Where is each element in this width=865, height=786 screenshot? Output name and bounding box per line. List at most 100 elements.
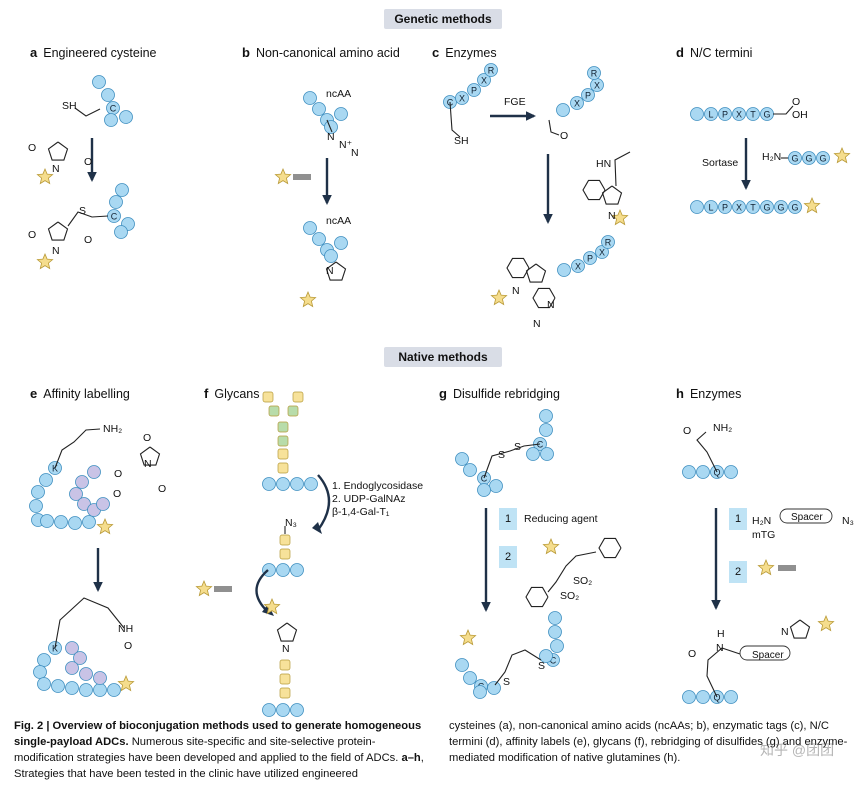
- b-bottom-chain-3: [334, 236, 348, 250]
- g-s-label-1: S: [498, 449, 506, 461]
- f-fc-chain-3-0: [262, 703, 276, 717]
- g-toluene-1: [598, 537, 622, 559]
- a-star-1-icon: [36, 167, 54, 185]
- d-gly-chain-2-letter: G: [819, 154, 826, 164]
- e-product-chain-6: [79, 683, 93, 697]
- c-final-chain-4-letter: R: [605, 238, 612, 248]
- h-bottom-chain-0: [682, 690, 696, 704]
- d-top-chain-4: [746, 107, 760, 121]
- d-bottom-chain-5-letter: G: [763, 203, 770, 213]
- c-final-chain-1: [571, 259, 585, 273]
- c-product-chain-0: [556, 103, 570, 117]
- d-star-1-icon: [833, 146, 851, 164]
- b-azide-bond: [326, 119, 333, 133]
- c-fge-arrow-head: [526, 111, 536, 121]
- caption-body-2: , Strategies that have been tested in th…: [14, 752, 424, 780]
- h-spacer-label-1: Spacer: [791, 512, 823, 523]
- a-top-chain-4: [104, 113, 118, 127]
- b-bottom-chain-4: [324, 249, 338, 263]
- c-hydrazine-bond: [614, 151, 631, 187]
- g-bottom-chain-4: [477, 483, 491, 497]
- b-arrow-head: [322, 195, 332, 205]
- a-thioether-bond: [67, 211, 109, 227]
- g-product-chain-right-4: [539, 649, 553, 663]
- c-product-benzene: [506, 257, 530, 279]
- e-product-ligand-3: [79, 667, 93, 681]
- g-star-1-icon: [542, 537, 560, 555]
- f-curved-arrow-1: [317, 474, 331, 531]
- b-top-chain-0: [303, 91, 317, 105]
- a-star-2-icon: [36, 252, 54, 270]
- g-top-chain-3: [540, 447, 554, 461]
- c-top-chain-2-letter: P: [471, 86, 477, 96]
- a-n-label-1: N: [52, 163, 60, 175]
- c-cys-bond: [449, 101, 461, 138]
- h-top-chain-1: [696, 465, 710, 479]
- h-n-label: N: [716, 642, 724, 654]
- e-star-1-icon: [96, 517, 114, 535]
- e-product-chain-2: [33, 665, 47, 679]
- f-star-2-icon: [263, 597, 281, 615]
- h-mtg-label: mTG: [752, 529, 776, 541]
- g-s-label-4: S: [538, 660, 546, 672]
- h-o-label-2: O: [688, 648, 697, 660]
- e-product-chain-0-letter: K: [52, 644, 58, 654]
- b-ncaa-label-1: ncAA: [326, 88, 352, 100]
- g-rebridge-bond: [494, 649, 542, 686]
- a-succinimide-ring: [47, 221, 69, 241]
- e-n-label: N: [144, 458, 152, 470]
- g-product-chain-right-2: [550, 639, 564, 653]
- c-top-chain-3: [477, 73, 491, 87]
- g-bottom-chain-0: [455, 452, 469, 466]
- c-sh-label: SH: [454, 135, 469, 147]
- g-product-chain-left-0: [455, 658, 469, 672]
- h-product-bond: [706, 647, 741, 698]
- e-antibody-chain-5: [40, 514, 54, 528]
- c-hn-label: HN: [596, 158, 612, 170]
- d-oh-label: OH: [792, 109, 808, 121]
- e-antibody-chain-3: [29, 499, 43, 513]
- f-galnaz-0: [279, 534, 291, 546]
- c-final-chain-0: [557, 263, 571, 277]
- g-top-chain-1: [539, 423, 553, 437]
- f-core-0: [277, 448, 289, 460]
- c-final-chain-3-letter: X: [599, 248, 605, 258]
- f-fc-chain-2-2: [290, 563, 304, 577]
- e-antibody-chain-8: [82, 515, 96, 529]
- h-top-chain-3: [724, 465, 738, 479]
- g-product-chain-left-3: [487, 681, 501, 695]
- f-fc-chain-3-2: [290, 703, 304, 717]
- h-top-chain-0: [682, 465, 696, 479]
- e-antibody-chain-2: [31, 485, 45, 499]
- g-top-chain-4: [526, 447, 540, 461]
- g-top-chain-2-letter: C: [537, 440, 544, 450]
- f-step-2: 2. UDP-GalNAz: [332, 493, 406, 505]
- d-top-chain-1-letter: L: [708, 110, 713, 120]
- g-arrow-head: [481, 602, 491, 612]
- g-bis-sulfone-bond: [547, 551, 597, 593]
- e-product-ligand-2: [65, 661, 79, 675]
- f-step-3: β-1,4-Gal-T₁: [332, 506, 390, 518]
- e-product-ligand-0: [65, 641, 79, 655]
- a-o-label-3: O: [28, 229, 37, 241]
- h-step-2-box: 2: [729, 561, 747, 583]
- f-triazole-ring: [276, 622, 298, 642]
- e-antibody-chain-6: [54, 515, 68, 529]
- g-star-2-icon: [459, 628, 477, 646]
- f-galnaz-product-2: [279, 687, 291, 699]
- e-ligand-chain-0: [87, 465, 101, 479]
- g-so2-label: SO₂: [573, 575, 593, 587]
- h-glutamine-bond: [696, 431, 718, 473]
- g-bottom-chain-2-letter: C: [481, 474, 488, 484]
- e-o-label-4: O: [113, 488, 122, 500]
- h-arrow-head: [711, 600, 721, 610]
- h-h2n-label: H₂N: [752, 515, 772, 527]
- e-product-chain-8: [107, 683, 121, 697]
- caption-fig-title: Fig. 2 | Overview of bioconjugation meth…: [14, 720, 422, 748]
- f-curved-arrow-2: [255, 569, 269, 613]
- e-o-label-2: O: [114, 468, 123, 480]
- c-o-label: O: [560, 130, 569, 142]
